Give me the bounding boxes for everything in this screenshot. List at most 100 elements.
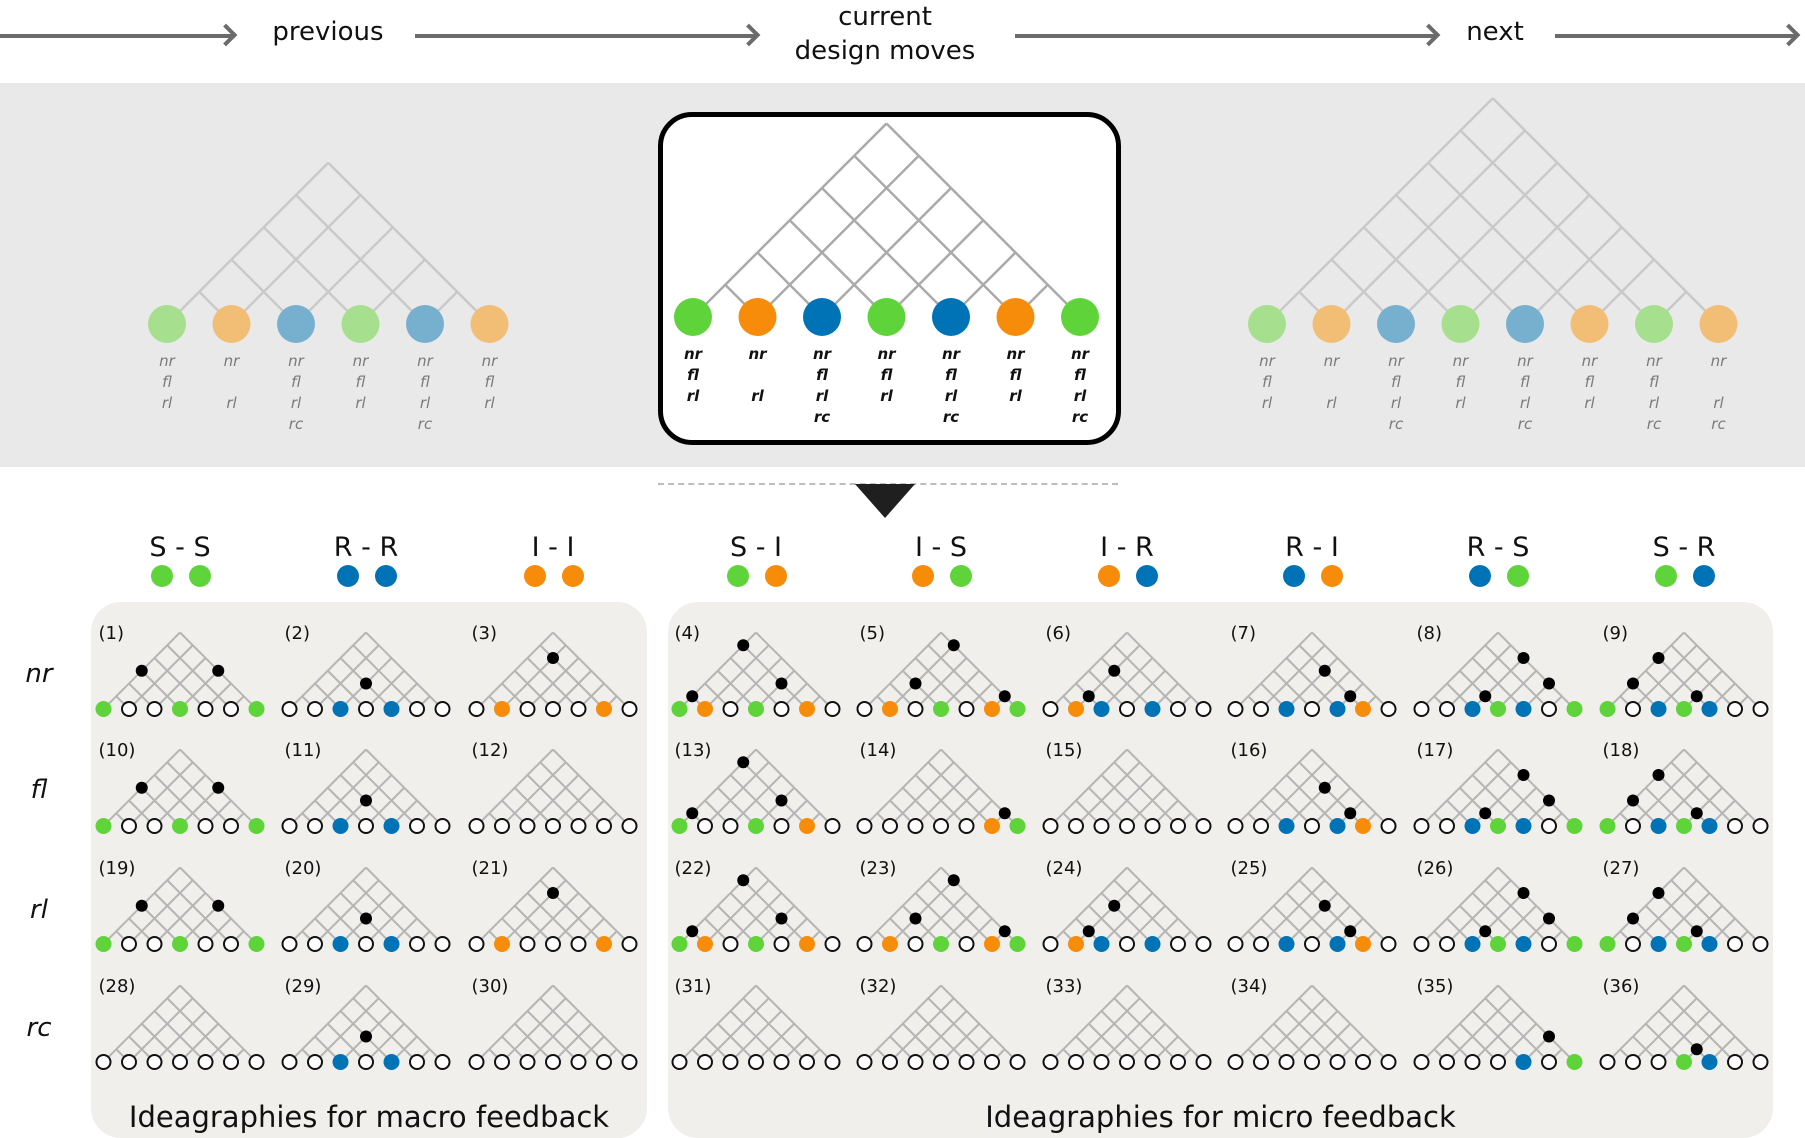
- lattice-line: [1657, 774, 1711, 827]
- leaf-S: [248, 936, 265, 952]
- leaf-empty: [121, 818, 137, 834]
- link-node: [360, 1030, 372, 1043]
- lattice-line: [552, 984, 631, 1063]
- lattice-line: [1362, 226, 1449, 312]
- move-tag: fl: [1074, 366, 1086, 384]
- column-header-S-R: S - R: [1652, 532, 1716, 563]
- lattice-line: [1311, 905, 1351, 945]
- leaf-empty: [1304, 818, 1320, 834]
- lattice-line: [717, 670, 757, 710]
- lattice-line: [1126, 670, 1166, 710]
- previous-move-S-node: [341, 305, 380, 343]
- lattice-line: [314, 879, 380, 945]
- cell-number: (22): [674, 858, 712, 879]
- lattice-line: [179, 787, 219, 827]
- micro-panel-title: Ideagraphies for micro feedback: [985, 1100, 1456, 1134]
- pair-dot-I: [765, 565, 787, 587]
- lattice-line: [1497, 1023, 1537, 1063]
- lattice-line: [372, 258, 426, 312]
- lattice-line: [1285, 892, 1339, 945]
- current-move-S-node: [1061, 298, 1099, 336]
- lattice-line: [914, 774, 968, 827]
- lattice-line: [1632, 644, 1698, 710]
- move-tag: nr: [683, 345, 703, 363]
- leaf-I: [494, 936, 510, 952]
- leaf-empty: [281, 818, 298, 834]
- leaf-empty: [1380, 701, 1397, 717]
- column-pair-dots: [1655, 565, 1715, 587]
- next-move-I-node: [1570, 305, 1609, 343]
- lattice-line: [327, 787, 367, 827]
- leaf-S: [933, 936, 949, 952]
- lattice-line: [902, 787, 942, 827]
- leaf-S: [671, 701, 688, 717]
- previous-lattice: [148, 161, 509, 343]
- leaf-I: [596, 936, 612, 952]
- leaf-R: [1144, 701, 1161, 717]
- move-tag: rc: [1388, 415, 1404, 433]
- column-pair-dots: [1469, 565, 1529, 587]
- lattice-line: [1311, 866, 1390, 945]
- leaf-R: [383, 701, 400, 717]
- lattice-line: [755, 748, 834, 827]
- lattice-line: [514, 905, 554, 945]
- leaf-empty: [1380, 936, 1397, 952]
- lattice-line: [365, 1023, 405, 1063]
- link-node: [1517, 887, 1530, 899]
- leaf-empty: [545, 936, 561, 952]
- link-node: [1108, 899, 1121, 912]
- leaf-empty: [1625, 701, 1641, 717]
- pair-dot-R: [1283, 565, 1305, 587]
- lattice-line: [853, 154, 1004, 305]
- leaf-empty: [1380, 1054, 1397, 1070]
- leaf-empty: [748, 1054, 764, 1070]
- leaf-empty: [958, 1054, 975, 1070]
- column-header-I-R: I - R: [1100, 532, 1154, 563]
- lattice-line: [552, 1023, 592, 1063]
- move-tag: nr: [159, 352, 175, 370]
- move-tag: nr: [812, 345, 832, 363]
- lattice-line: [1497, 905, 1537, 945]
- leaf-empty: [907, 1054, 924, 1070]
- leaf-R: [1144, 936, 1161, 952]
- move-tag: rl: [419, 394, 431, 412]
- leaf-empty: [1170, 1054, 1186, 1070]
- lattice-line: [179, 1023, 219, 1063]
- leaf-R: [383, 936, 400, 952]
- micro-feedback-panel: [668, 602, 1773, 1138]
- lattice-line: [166, 879, 232, 945]
- lattice-line: [914, 1010, 968, 1063]
- lattice-line: [889, 644, 955, 710]
- leaf-empty: [1304, 701, 1320, 717]
- lattice-line: [1683, 905, 1723, 945]
- link-node: [1627, 677, 1639, 690]
- lattice-line: [717, 905, 757, 945]
- lattice-line: [314, 644, 380, 710]
- leaf-empty: [545, 818, 561, 834]
- leaf-empty: [1042, 818, 1059, 834]
- leaf-empty: [1752, 818, 1769, 834]
- cell-number: (33): [1045, 976, 1083, 997]
- move-tag: rc: [1071, 408, 1089, 426]
- previous-move-tags: nr rl: [207, 351, 257, 435]
- leaf-empty: [1439, 701, 1455, 717]
- leaf-S: [95, 936, 112, 952]
- lattice-line: [1311, 670, 1351, 710]
- leaf-empty: [856, 818, 873, 834]
- lattice-line: [755, 787, 795, 827]
- leaf-I: [799, 818, 815, 834]
- lattice-line: [365, 984, 444, 1063]
- lattice-line: [1126, 631, 1205, 710]
- lattice-line: [1027, 283, 1049, 305]
- lattice-line: [1113, 879, 1179, 945]
- link-node: [1690, 925, 1703, 938]
- leaf-empty: [1727, 701, 1743, 717]
- lattice-line: [940, 670, 980, 710]
- leaf-empty: [307, 936, 323, 952]
- move-tag: rl: [751, 387, 764, 405]
- cell-number: (25): [1230, 858, 1268, 879]
- leaf-empty: [1119, 1054, 1135, 1070]
